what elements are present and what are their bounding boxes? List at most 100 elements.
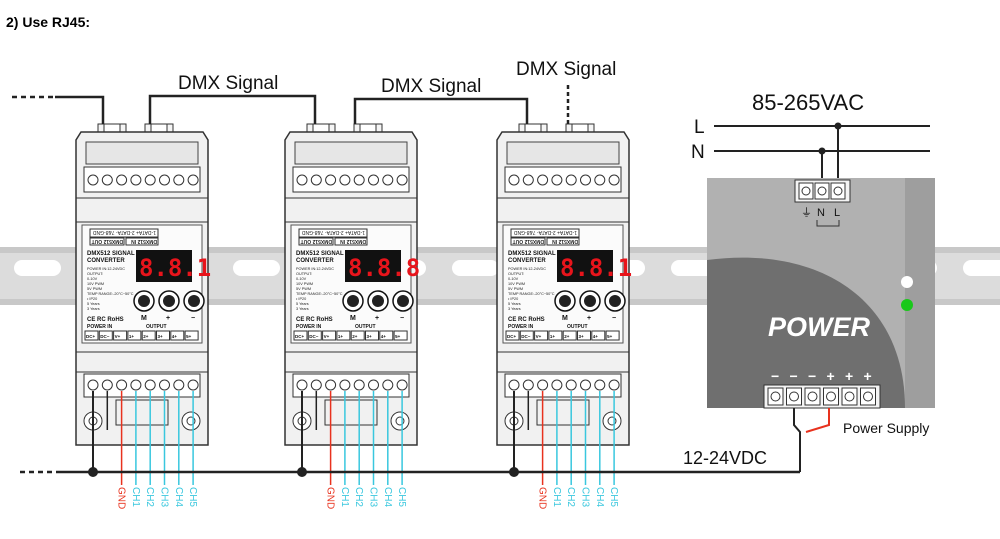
spec-line: 0-10V	[508, 277, 519, 281]
terminal-screw-icon	[594, 174, 606, 186]
spec-line: • IP20	[87, 297, 97, 301]
cert-label: CE RC RoHS	[87, 317, 124, 323]
terminal-screw-icon	[173, 174, 185, 186]
dmx-wiring: DMX Signal DMX Signal DMX Signal	[12, 59, 616, 124]
spec-line: 0-10V	[87, 277, 98, 281]
wire-label-ch1: CH1	[551, 487, 562, 507]
wire-label-ch1: CH1	[130, 487, 141, 507]
wire-label-gnd: GND	[325, 487, 336, 509]
terminal-screw-icon	[296, 174, 308, 186]
dc-terminal-sign: +	[845, 368, 853, 384]
terminal-screw-icon	[396, 379, 408, 391]
terminal-screw-icon	[144, 174, 156, 186]
terminal-ground-label: ⏚	[801, 206, 812, 219]
mounting-hole-icon	[390, 411, 410, 431]
terminal-label: 4+	[172, 334, 178, 339]
terminal-screw-icon	[101, 379, 113, 391]
terminal-screw-icon	[101, 174, 113, 186]
spec-line: TEMP RANGE:-20°C~50°C	[508, 292, 555, 296]
output-label: OUTPUT	[567, 324, 588, 330]
terminal-screw-icon	[537, 174, 549, 186]
button-label: M	[141, 315, 147, 322]
terminal-screw-icon	[551, 379, 563, 391]
cert-label: CE RC RoHS	[508, 317, 545, 323]
terminal-screw-icon	[396, 174, 408, 186]
terminal-screw-icon	[565, 379, 577, 391]
psu-dc-terminal-block: −−−+++	[763, 368, 881, 409]
wire-label-ch5: CH5	[396, 487, 407, 507]
terminal-screw-icon	[339, 174, 351, 186]
dc-terminal	[841, 387, 858, 406]
terminal-label: V+	[324, 334, 330, 339]
button-label: −	[400, 315, 404, 322]
dc-terminal-sign: −	[790, 368, 798, 384]
dc-terminal-sign: +	[827, 368, 835, 384]
psu-front-panel	[707, 257, 905, 408]
model-line-1: DMX512 SIGNAL	[508, 251, 556, 257]
led-display-readout: 8.8.8	[348, 254, 420, 282]
terminal-screw-icon	[296, 379, 308, 391]
mounting-hole-icon	[181, 411, 201, 431]
terminal-screw-icon	[116, 174, 128, 186]
spec-line: 5V PWM	[87, 287, 102, 291]
wire-label-ch4: CH4	[173, 487, 184, 507]
terminal-label: 5+	[395, 334, 401, 339]
output-label: OUTPUT	[146, 324, 167, 330]
dc-output-wires: 12-24VDC	[683, 408, 830, 472]
terminal-screw-icon	[310, 174, 322, 186]
terminal-screw-icon	[522, 174, 534, 186]
power-supply: POWER ⏚ N L −−−+++ Power Supply	[707, 178, 935, 436]
terminal-n-label: N	[817, 207, 825, 219]
converter-label-panel: 1-DATA+ 2-DATA- 7&8-GND DMX512 OUT DMX512 …	[81, 224, 211, 344]
dmx-converter-1: 1-DATA+ 2-DATA- 7&8-GND DMX512 OUT DMX512 …	[75, 123, 211, 509]
port-in-label: DMX512 IN	[552, 238, 578, 244]
terminal-screw-icon	[508, 379, 520, 391]
power-in-label: POWER IN	[296, 324, 322, 330]
terminal-screw-icon	[537, 379, 549, 391]
dc-terminal	[767, 387, 784, 406]
dc-terminal	[786, 387, 802, 406]
terminal-screw-icon	[770, 391, 781, 402]
spec-line: POWER IN:12-24VDC	[87, 267, 125, 271]
button-label: +	[166, 315, 170, 322]
wire-label-ch2: CH2	[565, 487, 576, 507]
spec-line: 5 Years	[87, 302, 100, 306]
port-in-label: DMX512 IN	[131, 238, 157, 244]
port-out-label: DMX512 OUT	[92, 238, 123, 244]
dc-terminal	[804, 387, 821, 406]
dc-terminal	[823, 387, 839, 406]
terminal-screw-icon	[522, 379, 534, 391]
port-pinout-label: 1-DATA+ 2-DATA- 7&8-GND	[92, 229, 156, 235]
terminal-screw-icon	[325, 174, 337, 186]
wire-label-gnd: GND	[116, 487, 127, 509]
terminal-label: 4+	[593, 334, 599, 339]
terminal-screw-icon	[826, 391, 836, 402]
terminal-screw-icon	[116, 379, 128, 391]
junction-dot	[818, 147, 826, 155]
button-label: +	[587, 315, 591, 322]
wire-label-ch1: CH1	[339, 487, 350, 507]
terminal-label: 5+	[607, 334, 613, 339]
psu-led-white	[901, 276, 913, 288]
terminal-screw-icon	[173, 379, 185, 391]
terminal-label: DC−	[309, 334, 318, 339]
wire-label-ch3: CH3	[580, 487, 591, 507]
mains-voltage-label: 85-265VAC	[752, 90, 864, 115]
spec-line: 0-10V	[296, 277, 307, 281]
terminal-screw-icon	[565, 174, 577, 186]
terminal-label: 4+	[381, 334, 387, 339]
terminal-screw-icon	[368, 379, 379, 391]
spec-line: 3 Years	[87, 307, 100, 311]
model-line-2: CONVERTER	[296, 258, 334, 264]
terminal-label: DC−	[521, 334, 530, 339]
terminal-screw-icon	[159, 174, 170, 186]
terminal-label: V+	[115, 334, 121, 339]
spec-line: POWER IN:12-24VDC	[508, 267, 546, 271]
terminal-label: 3+	[158, 334, 164, 339]
output-label: OUTPUT	[355, 324, 376, 330]
button-label: +	[375, 315, 379, 322]
port-out-label: DMX512 OUT	[513, 238, 544, 244]
terminal-label: DC+	[86, 334, 95, 339]
led-display	[345, 250, 401, 282]
